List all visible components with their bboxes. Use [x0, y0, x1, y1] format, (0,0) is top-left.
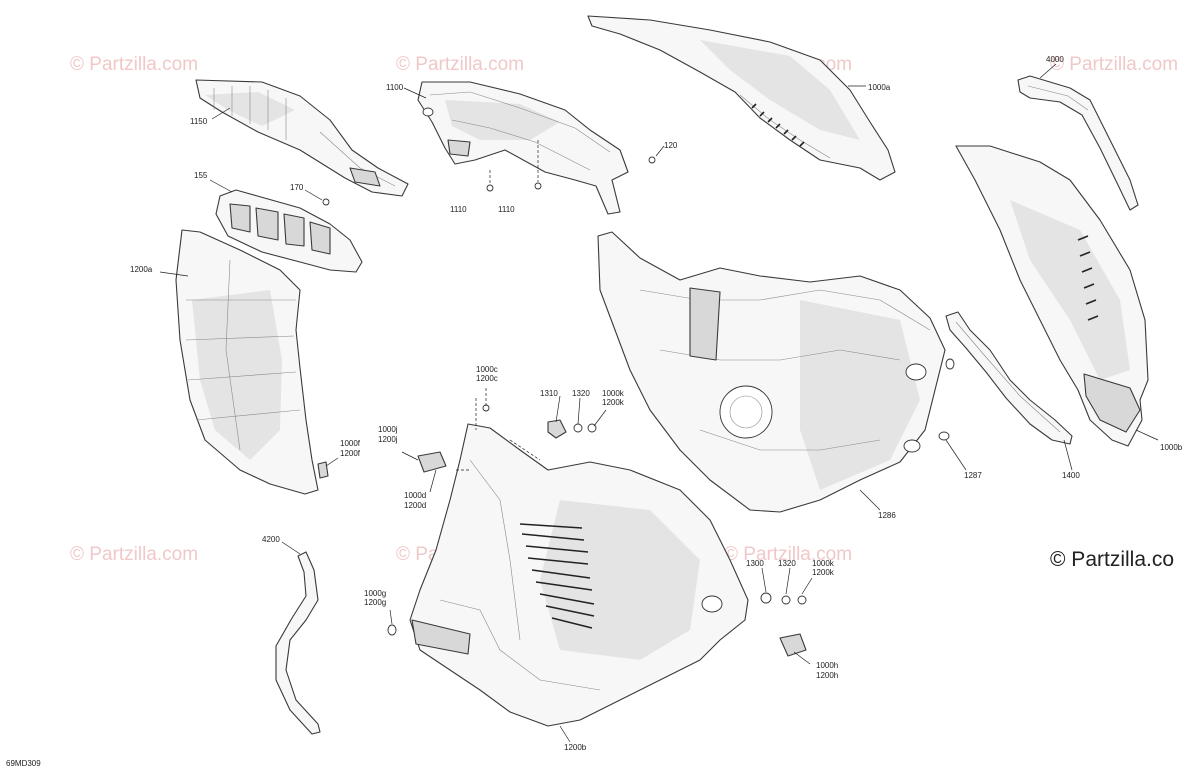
callout-1300: 1300 [746, 559, 764, 568]
callout-1000j: 1000j [378, 425, 398, 434]
callout-1000k: 1000k [602, 389, 625, 398]
callout-1320: 1320 [572, 389, 590, 398]
watermark: © Partzilla.com [70, 54, 198, 75]
callout-1000d: 1000d [404, 491, 426, 500]
watermark: © Partzilla.com [1050, 54, 1178, 75]
part-1200b-panel[interactable] [409, 423, 749, 727]
callout-1000f: 1000f [340, 439, 361, 448]
part-1000a-panel[interactable] [587, 15, 896, 181]
callout-1320: 1320 [778, 559, 796, 568]
callout-1200g: 1200g [364, 598, 386, 607]
watermark: © Partzilla.com [70, 544, 198, 565]
callout-1200c: 1200c [476, 374, 498, 383]
callout-1200h: 1200h [816, 671, 838, 680]
callout-1110: 1110 [498, 205, 515, 214]
callout-120: 120 [664, 141, 678, 150]
hardware-fasteners [317, 156, 955, 657]
part-1286-cover[interactable] [597, 231, 946, 513]
callout-labels: 1150 1100 1000a 4000 120 1110 1110 155 1… [130, 55, 1183, 752]
callout-1200k: 1200k [602, 398, 625, 407]
callout-4200: 4200 [262, 535, 280, 544]
part-4000-strip[interactable] [1017, 75, 1139, 211]
part-1400-strip[interactable] [945, 311, 1073, 445]
partzilla-brand: © Partzilla.co [1050, 548, 1174, 571]
callout-1110: 1110 [450, 205, 467, 214]
callout-1150: 1150 [190, 117, 208, 126]
part-4200-strip[interactable] [275, 551, 321, 735]
callout-1000a: 1000a [868, 83, 891, 92]
callout-1000b: 1000b [1160, 443, 1183, 452]
callout-1200j: 1200j [378, 435, 398, 444]
callout-1000h: 1000h [816, 661, 838, 670]
callout-170: 170 [290, 183, 304, 192]
callout-1200f: 1200f [340, 449, 361, 458]
callout-1310: 1310 [540, 389, 558, 398]
part-1200a-panel[interactable] [175, 229, 319, 495]
callout-155: 155 [194, 171, 208, 180]
part-1000b-panel[interactable] [955, 145, 1149, 447]
callout-1287: 1287 [964, 471, 982, 480]
callout-1000k: 1000k [812, 559, 835, 568]
callout-1200b: 1200b [564, 743, 587, 752]
callout-1200k: 1200k [812, 568, 835, 577]
callout-1200d: 1200d [404, 501, 426, 510]
callout-1100: 1100 [386, 83, 404, 92]
part-1150-bracket[interactable] [195, 79, 409, 197]
leader-lines [159, 63, 1159, 743]
callout-1286: 1286 [878, 511, 896, 520]
watermark: © Partzilla.com [396, 54, 524, 75]
callout-1000g: 1000g [364, 589, 386, 598]
watermark: © Partzilla.com [724, 544, 852, 565]
callout-1000c: 1000c [476, 365, 498, 374]
part-155-grille[interactable] [215, 189, 363, 273]
callout-4000: 4000 [1046, 55, 1064, 64]
callout-1200a: 1200a [130, 265, 153, 274]
callout-1400: 1400 [1062, 471, 1080, 480]
part-1100-bracket[interactable] [417, 81, 629, 215]
diagram-reference-id: 69MD309 [6, 759, 41, 768]
